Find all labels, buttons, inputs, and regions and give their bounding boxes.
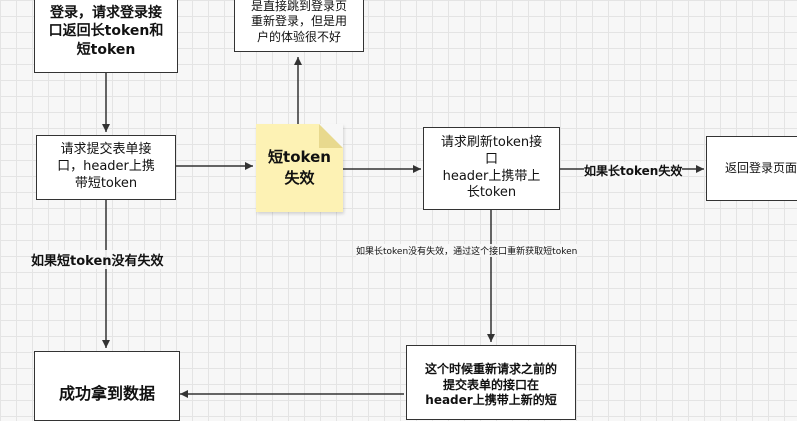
node-refresh-token: 请求刷新token接 口 header上携带上 长token [423,127,560,210]
edge-label-long-token-expired: 如果长token失效 [584,162,683,179]
node-refresh-line-1: 请求刷新token接 [440,134,543,150]
sticky-line-1: 短token [268,148,331,166]
node-login-line-1: 登录，请求登录接 [50,5,162,22]
sticky-short-token-expired: 短token 失效 [256,124,343,212]
node-submit-form-line-3: 带短token [74,175,138,191]
node-refresh-line-4: 长token [466,185,517,201]
node-submit-form: 请求提交表单接 口，header上携 带短token [36,135,176,200]
node-submit-form-line-1: 请求提交表单接 [60,142,152,158]
node-resubmit-line-1: 这个时候重新请求之前的 [424,362,557,376]
node-submit-form-line-2: 口，header上携 [57,159,155,175]
node-resubmit-line-2: 提交表单的接口在 [442,377,539,392]
node-direct-jump-line-1: 是直接跳到登录页 [250,0,347,13]
node-login-line-3: 短token [76,41,136,58]
node-direct-jump-line-3: 户的体验很不好 [256,29,341,44]
node-resubmit-line-3: header上携带上新的短 [425,393,557,408]
node-refresh-line-2: 口 [484,151,498,167]
sticky-fold-corner [319,124,343,148]
node-direct-jump-line-2: 重新登录，但是用 [250,14,347,29]
node-login-line-2: 口返回长token和 [48,23,164,40]
edge-label-short-token-not-expired: 如果短token没有失效 [31,250,164,269]
node-success-line-1: 成功拿到数据 [58,384,155,403]
node-direct-jump: 是直接跳到登录页 重新登录，但是用 户的体验很不好 [234,0,364,52]
node-success: 成功拿到数据 [34,351,180,421]
node-login: 登录，请求登录接 口返回长token和 短token [34,0,178,73]
node-return-login: 返回登录页面 [706,136,797,201]
sticky-line-2: 失效 [284,169,315,187]
edge-label-long-token-not-expired: 如果长token没有失效，通过这个接口重新获取短token [356,244,578,257]
node-return-login-line-1: 返回登录页面 [725,160,797,175]
node-refresh-line-3: header上携带上 [442,168,541,184]
node-resubmit: 这个时候重新请求之前的 提交表单的接口在 header上携带上新的短 [406,345,576,420]
